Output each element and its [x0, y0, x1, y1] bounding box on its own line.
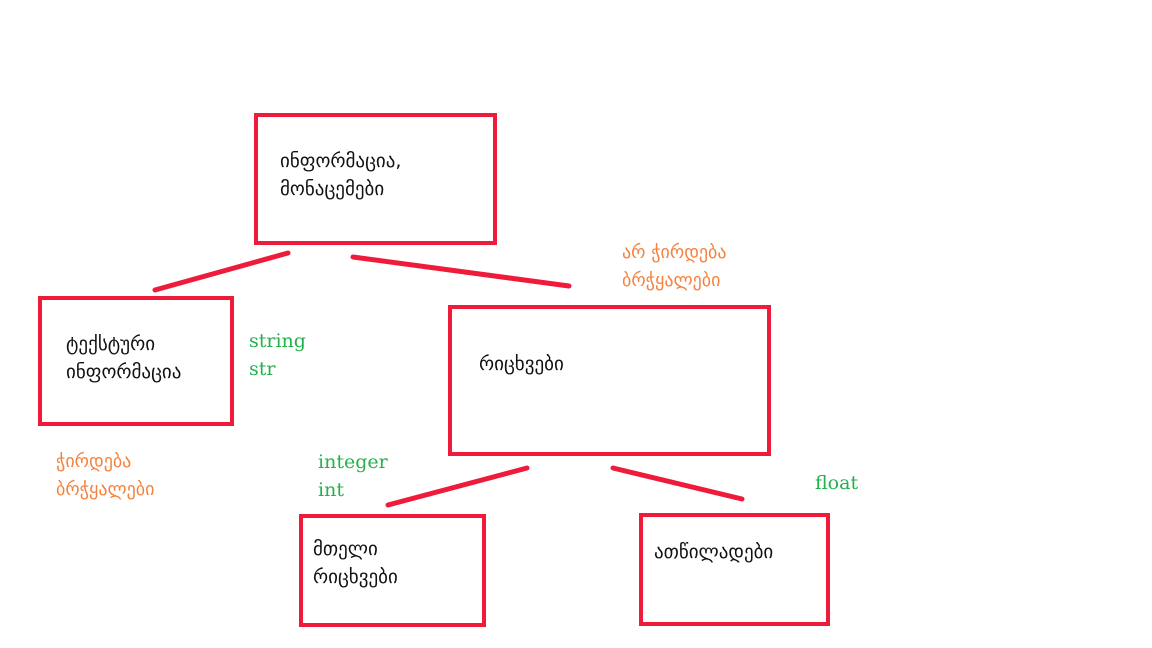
node-numbers-label: რიცხვები: [479, 350, 564, 378]
annotation-integer-type-line-1: integer: [318, 451, 388, 473]
annotation-float-type: float: [815, 469, 858, 497]
annotation-no-quotes-line-1: არ ჭირდება: [622, 242, 727, 263]
node-floats-label: ათწილადები: [654, 538, 773, 566]
node-integers-label: მთელი რიცხვები: [313, 535, 398, 591]
node-root-box: [254, 113, 497, 245]
node-floats-line-1: ათწილადები: [654, 541, 774, 563]
node-root-line-1: ინფორმაცია,: [280, 150, 402, 172]
annotation-float-type-line-1: float: [815, 472, 859, 494]
node-text-info-line-1: ტექსტური: [66, 333, 156, 355]
node-floats-box: [639, 513, 830, 626]
annotation-no-quotes-line-2: ბრჭყალები: [622, 270, 721, 291]
annotation-string-type-line-1: string: [249, 330, 306, 352]
node-text-info-box: [38, 296, 234, 426]
connector-numbers-to-integers: [385, 465, 530, 508]
node-integers-box: [299, 514, 486, 627]
node-root-line-2: მონაცემები: [280, 178, 385, 200]
node-root-label: ინფორმაცია, მონაცემები: [280, 147, 401, 203]
connector-root-to-text-info: [152, 250, 291, 293]
node-text-info-line-2: ინფორმაცია: [66, 361, 182, 383]
node-text-info-label: ტექსტური ინფორმაცია: [66, 330, 181, 386]
annotation-integer-type: integer int: [318, 448, 388, 504]
annotation-needs-quotes-line-2: ბრჭყალები: [56, 479, 155, 500]
annotation-needs-quotes: ჭირდება ბრჭყალები: [56, 448, 154, 504]
connector-numbers-to-floats: [610, 465, 745, 502]
annotation-string-type: string str: [249, 327, 306, 383]
annotation-needs-quotes-line-1: ჭირდება: [56, 451, 132, 472]
node-integers-line-2: რიცხვები: [313, 566, 398, 588]
annotation-string-type-line-2: str: [249, 358, 276, 380]
node-numbers-box: [448, 305, 771, 456]
annotation-no-quotes: არ ჭირდება ბრჭყალები: [622, 239, 727, 295]
node-numbers-line-1: რიცხვები: [479, 353, 564, 375]
connector-root-to-numbers: [350, 254, 572, 289]
annotation-integer-type-line-2: int: [318, 479, 344, 501]
node-integers-line-1: მთელი: [313, 538, 378, 560]
